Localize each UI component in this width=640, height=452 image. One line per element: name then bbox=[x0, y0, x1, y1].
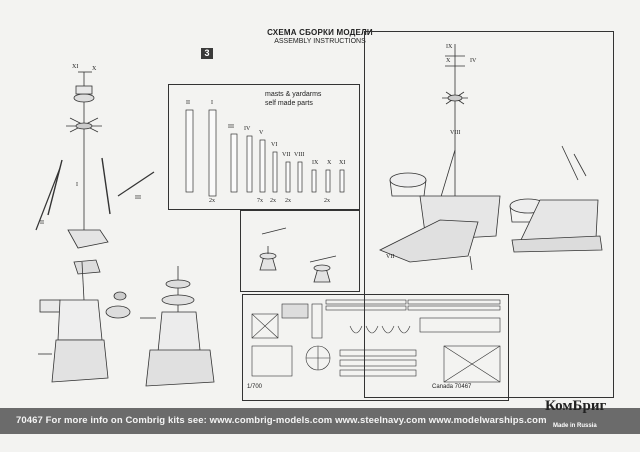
mast-label: VII bbox=[282, 152, 291, 158]
left-label: II bbox=[40, 220, 44, 226]
mast-count: 2x bbox=[324, 198, 330, 204]
right-label: IV bbox=[470, 58, 477, 64]
bridge-assembled bbox=[140, 266, 215, 387]
masts-panel bbox=[168, 84, 360, 210]
mast-label: III bbox=[228, 124, 234, 130]
left-label: XI bbox=[72, 64, 79, 70]
guns-panel bbox=[240, 210, 360, 292]
mast-parts bbox=[185, 109, 345, 197]
brand-logo: КомБриг Made in Russia bbox=[545, 396, 625, 436]
left-mast-assembly bbox=[35, 71, 155, 383]
masts-note-line1: masts & yardarms bbox=[265, 91, 322, 98]
mast-count: 7x bbox=[257, 198, 263, 204]
photoetch-code: Canada 70467 bbox=[432, 384, 472, 390]
mast-label: XI bbox=[339, 160, 346, 166]
mast-label: IV bbox=[244, 126, 251, 132]
photoetch-panel bbox=[242, 294, 509, 401]
footer-text: 70467 For more info on Combrig kits see:… bbox=[16, 415, 547, 426]
right-label: X bbox=[446, 58, 451, 64]
left-label: III bbox=[135, 195, 141, 201]
mast-label: II bbox=[186, 100, 190, 106]
mast-label: I bbox=[211, 100, 213, 106]
logo-made-in-text: Made in Russia bbox=[553, 423, 597, 429]
mast-label: VIII bbox=[294, 152, 305, 158]
right-assembly bbox=[379, 44, 603, 271]
right-assembly-panel bbox=[364, 31, 614, 398]
logo-brand-text: КомБриг bbox=[545, 398, 607, 414]
footer-bar: 70467 For more info on Combrig kits see:… bbox=[0, 408, 640, 434]
right-label: VII bbox=[386, 254, 395, 260]
mast-label: V bbox=[259, 130, 264, 136]
right-label: VIII bbox=[450, 130, 461, 136]
mast-label: X bbox=[327, 160, 332, 166]
title-russian: СХЕМА СБОРКИ МОДЕЛИ bbox=[267, 28, 373, 37]
masts-note-line2: self made parts bbox=[265, 100, 313, 107]
mast-count: 2x bbox=[285, 198, 291, 204]
step-number-badge: 3 bbox=[201, 48, 213, 59]
photoetch-scale: 1/700 bbox=[247, 384, 263, 390]
mast-label: VI bbox=[271, 142, 278, 148]
mast-count: 2x bbox=[270, 198, 276, 204]
guns-detail bbox=[259, 227, 337, 283]
title-english: ASSEMBLY INSTRUCTIONS bbox=[274, 38, 366, 45]
right-label: IX bbox=[446, 44, 453, 50]
mast-count: 2x bbox=[209, 198, 215, 204]
left-label: I bbox=[76, 182, 78, 188]
mast-label: IX bbox=[312, 160, 319, 166]
left-label: X bbox=[92, 66, 97, 72]
photoetch-fret bbox=[251, 299, 501, 383]
